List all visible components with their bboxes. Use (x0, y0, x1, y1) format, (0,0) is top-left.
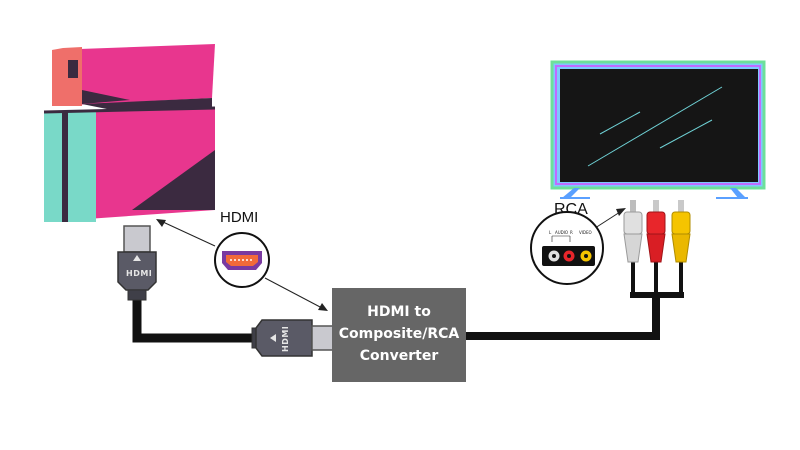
rca-cable (466, 262, 684, 340)
hdmi-port-icon (214, 232, 270, 288)
converter-box (332, 288, 466, 382)
hdmi-port-label: HDMI (220, 209, 258, 226)
hdmi-plug-horizontal-label: HDMI (281, 326, 290, 352)
hdmi-plug-vertical-icon (117, 225, 157, 301)
rca-panel-icon (530, 211, 604, 285)
port-arrow-console (156, 219, 216, 247)
rca-plug-white-icon (623, 200, 643, 263)
hdmi-plug-vertical-label: HDMI (126, 269, 152, 278)
converter-label-line1: HDMI to (367, 304, 431, 320)
rca-panel-l-label: L (549, 230, 552, 235)
converter-label-line3: Converter (360, 348, 439, 364)
rca-plug-red-icon (646, 200, 666, 263)
tv-icon (550, 60, 766, 199)
rca-panel-video-label: VIDEO (579, 230, 592, 235)
hdmi-plug-horizontal-icon (251, 319, 335, 357)
converter-label-line2: Composite/RCA (339, 326, 460, 342)
port-arrow-converter (264, 277, 328, 311)
rca-panel-audio-label: AUDIO (555, 230, 568, 235)
game-console-icon (43, 44, 216, 222)
rca-panel-r-label: R (570, 230, 573, 235)
rca-plug-yellow-icon (671, 200, 691, 263)
